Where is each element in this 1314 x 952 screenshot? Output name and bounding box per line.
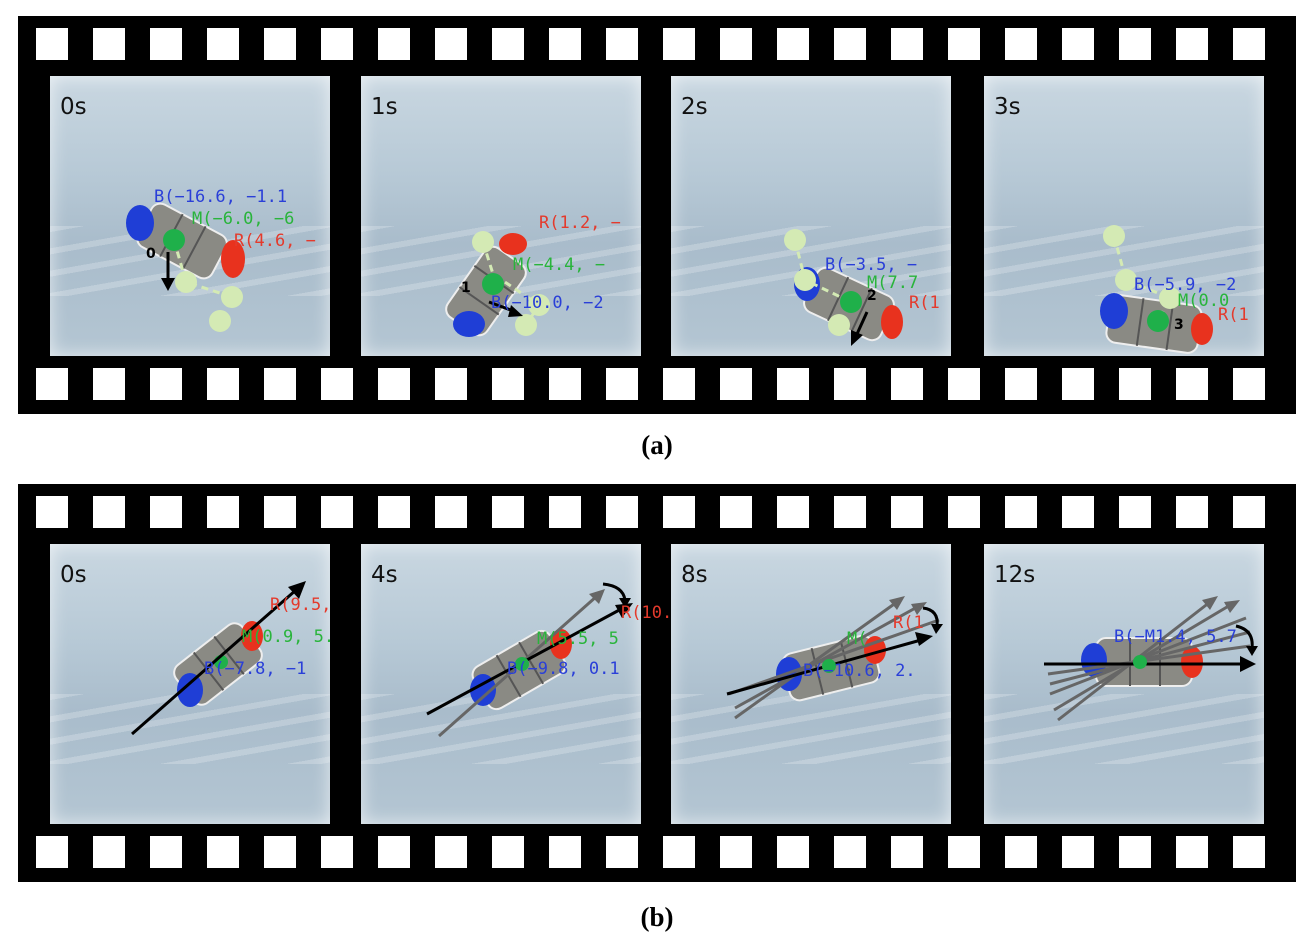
heading-arrow-icon bbox=[851, 330, 863, 346]
svg-text:B(−16.6, −1.1: B(−16.6, −1.1 bbox=[154, 187, 287, 207]
svg-text:B(−10.0, −2: B(−10.0, −2 bbox=[491, 293, 604, 313]
caption-a: (a) bbox=[641, 430, 673, 460]
centroid-marker bbox=[482, 273, 504, 295]
frame-a-1s: 1 R(1.2, − M(−4.4, − B(−10.0, −2 1s bbox=[361, 76, 641, 356]
svg-text:R(1: R(1 bbox=[893, 613, 924, 633]
red-marker bbox=[1191, 313, 1213, 345]
svg-text:0: 0 bbox=[146, 246, 156, 262]
time-label: 1s bbox=[371, 94, 398, 120]
time-label: 8s bbox=[681, 562, 708, 588]
time-label: 2s bbox=[681, 94, 708, 120]
svg-text:M(−4.4, −: M(−4.4, − bbox=[513, 255, 605, 275]
sprocket-holes-top bbox=[18, 28, 1296, 62]
frame-a-3s: 3 B(−5.9, −2 M(0.0 R(1 3s bbox=[984, 76, 1264, 356]
svg-text:B(−5.9, −2: B(−5.9, −2 bbox=[1134, 275, 1236, 295]
svg-text:2: 2 bbox=[867, 288, 877, 304]
svg-text:R(9.5,: R(9.5, bbox=[270, 595, 331, 615]
frame-b-4s: R(10. M(5.5, 5 B(−9.8, 0.1 4s bbox=[361, 544, 672, 824]
robot-overlay: R(10. M(5.5, 5 B(−9.8, 0.1 bbox=[426, 582, 672, 738]
heading-arrow-icon bbox=[508, 305, 523, 317]
svg-text:B(−M1.4, 5.7: B(−M1.4, 5.7 bbox=[1114, 627, 1237, 647]
blue-marker bbox=[453, 311, 485, 337]
svg-text:M(5.5, 5: M(5.5, 5 bbox=[537, 629, 619, 649]
svg-text:B(−3.5, −: B(−3.5, − bbox=[825, 255, 917, 275]
centroid-marker bbox=[822, 659, 836, 673]
centroid-marker bbox=[1133, 655, 1147, 669]
svg-text:3: 3 bbox=[1174, 317, 1184, 333]
sprocket-holes-bottom bbox=[18, 368, 1296, 402]
heading-arrow-icon bbox=[288, 581, 306, 599]
red-marker bbox=[1181, 646, 1203, 678]
frame-b-12s: B(−M1.4, 5.7 12s bbox=[984, 544, 1264, 824]
svg-text:M(: M( bbox=[847, 629, 867, 649]
svg-text:M(−6.0, −6: M(−6.0, −6 bbox=[192, 209, 294, 229]
time-label: 3s bbox=[994, 94, 1021, 120]
time-label: 12s bbox=[994, 562, 1036, 588]
blue-marker bbox=[126, 205, 154, 241]
robot-overlay: 3 B(−5.9, −2 M(0.0 R(1 bbox=[1100, 225, 1249, 354]
red-marker bbox=[221, 240, 245, 278]
blue-marker bbox=[1100, 293, 1128, 329]
robot-overlay: 2 B(−3.5, − M(7.7 R(1 bbox=[784, 229, 940, 346]
rotation-arrow-icon bbox=[1235, 624, 1254, 649]
robot-overlay: 1 R(1.2, − M(−4.4, − B(−10.0, −2 bbox=[445, 213, 621, 337]
heading-arrow-icon bbox=[161, 278, 175, 291]
frame-a-0s: 0 B(−16.6, −1.1 M(−6.0, −6 R(4.6, − 0s bbox=[50, 76, 330, 356]
heading-arrow-icon bbox=[915, 632, 933, 646]
frame-a-2s: 2 B(−3.5, − M(7.7 R(1 2s bbox=[671, 76, 951, 356]
blue-marker bbox=[470, 674, 496, 706]
time-label: 0s bbox=[60, 94, 87, 120]
rotation-arrow-icon bbox=[602, 582, 627, 601]
svg-text:R(4.6, −: R(4.6, − bbox=[234, 231, 316, 251]
svg-text:R(1: R(1 bbox=[1218, 305, 1249, 325]
svg-text:R(1.2, −: R(1.2, − bbox=[539, 213, 621, 233]
svg-text:M(0.9, 5.: M(0.9, 5. bbox=[242, 627, 334, 647]
robot-overlay: R(9.5, M(0.9, 5. B(−7.8, −1 bbox=[131, 581, 334, 736]
svg-text:B(−10.6, 2.: B(−10.6, 2. bbox=[803, 661, 916, 681]
film-strip-a: 0 B(−16.6, −1.1 M(−6.0, −6 R(4.6, − 0s 1 bbox=[18, 16, 1296, 414]
sprocket-holes-top bbox=[18, 496, 1296, 530]
frame-b-8s: R(1 M( B(−10.6, 2. 8s bbox=[671, 544, 951, 824]
robot-overlay: 0 B(−16.6, −1.1 M(−6.0, −6 R(4.6, − bbox=[126, 187, 316, 332]
svg-text:R(10.: R(10. bbox=[621, 603, 672, 623]
svg-text:M(0.0: M(0.0 bbox=[1178, 291, 1229, 311]
heading-arrow-icon bbox=[615, 603, 633, 618]
svg-text:B(−9.8, 0.1: B(−9.8, 0.1 bbox=[507, 659, 620, 679]
film-strip-b: R(9.5, M(0.9, 5. B(−7.8, −1 0s R(10. M(5… bbox=[18, 484, 1296, 882]
svg-text:M(7.7: M(7.7 bbox=[867, 273, 918, 293]
time-label: 0s bbox=[60, 562, 87, 588]
svg-text:B(−7.8, −1: B(−7.8, −1 bbox=[204, 659, 306, 679]
red-marker bbox=[881, 305, 903, 339]
red-marker bbox=[241, 621, 263, 651]
centroid-marker bbox=[1147, 310, 1169, 332]
centroid-marker bbox=[163, 229, 185, 251]
red-marker bbox=[499, 233, 527, 255]
caption-b: (b) bbox=[640, 902, 674, 932]
svg-text:R(1: R(1 bbox=[909, 293, 940, 313]
robot-overlay: B(−M1.4, 5.7 bbox=[1044, 596, 1258, 722]
rotation-arrow-icon bbox=[922, 606, 939, 627]
sprocket-holes-bottom bbox=[18, 836, 1296, 870]
centroid-marker bbox=[515, 657, 529, 671]
red-marker bbox=[550, 629, 572, 659]
heading-arrow-icon bbox=[1240, 656, 1256, 672]
frame-b-0s: R(9.5, M(0.9, 5. B(−7.8, −1 0s bbox=[50, 544, 334, 824]
svg-text:1: 1 bbox=[461, 280, 471, 296]
time-label: 4s bbox=[371, 562, 398, 588]
centroid-marker bbox=[840, 291, 862, 313]
robot-overlay: R(1 M( B(−10.6, 2. bbox=[726, 596, 943, 720]
blue-marker bbox=[177, 673, 203, 707]
